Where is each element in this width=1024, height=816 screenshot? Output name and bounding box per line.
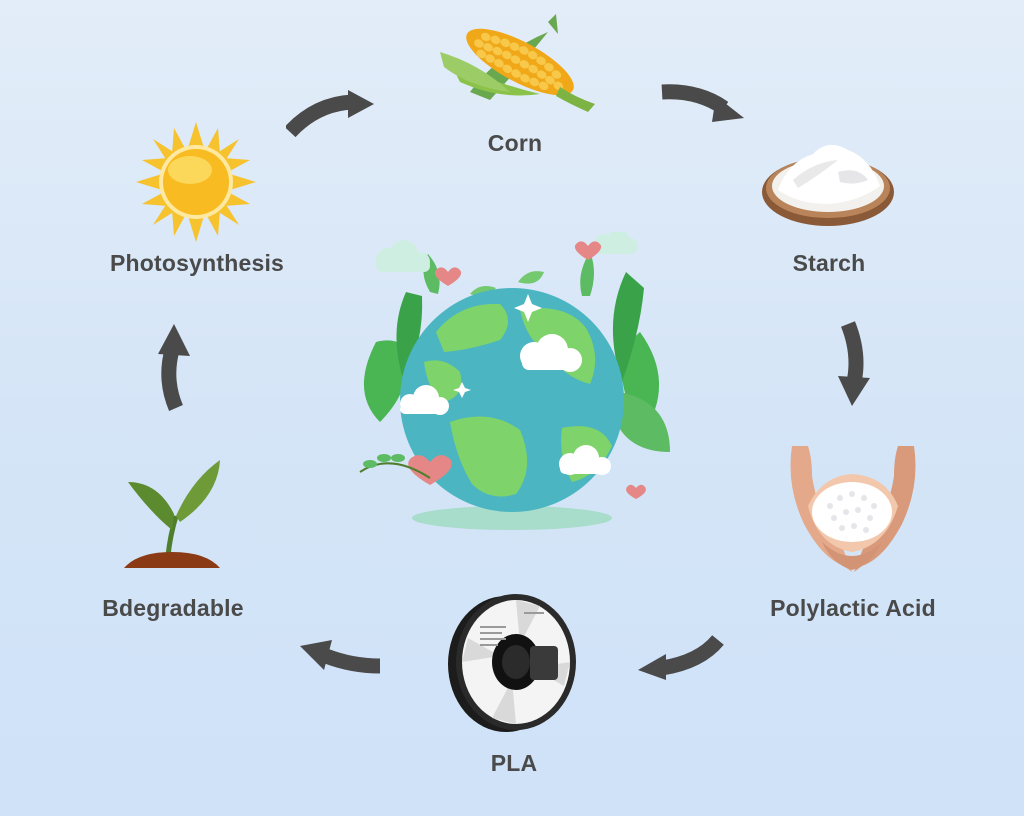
pellets-in-hands-icon [790,446,916,572]
arrow-photosynthesis-to-corn [286,90,374,138]
arrow-biodegradable-to-photosynthesis [158,324,190,411]
step-label-pla: PLA [490,750,538,776]
sun-icon [136,122,256,242]
arrow-polylactic-acid-to-pla [638,635,724,680]
step-label-starch: Starch [792,250,866,276]
step-label-biodegradable: Bdegradable [102,595,244,621]
step-label-polylactic-acid: Polylactic Acid [770,595,936,621]
arrow-pla-to-biodegradable [300,640,381,674]
step-label-corn: Corn [487,130,543,156]
step-label-photosynthesis: Photosynthesis [109,250,285,276]
earth-globe-icon [359,232,670,530]
sprout-icon [124,460,220,568]
arrow-starch-to-polylactic-acid [838,321,870,406]
arrow-corn-to-starch [661,84,744,122]
corn-icon [440,14,595,112]
filament-spool-icon [448,594,576,732]
starch-bowl-icon [762,144,894,226]
